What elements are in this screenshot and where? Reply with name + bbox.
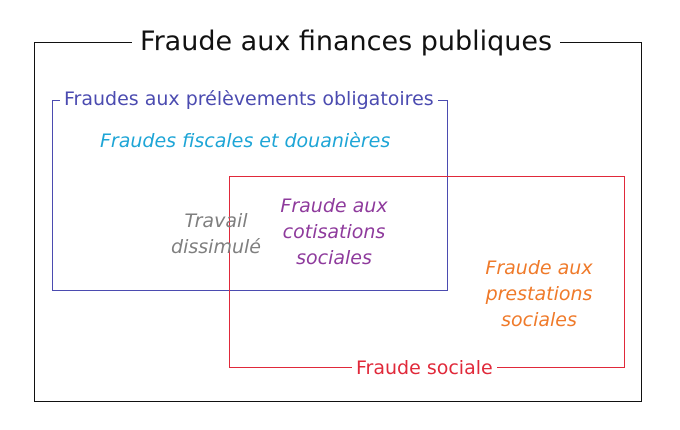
region-line: dissimulé	[171, 236, 261, 258]
region-line: sociales	[501, 309, 577, 331]
set-label-fraude-sociale: Fraude sociale	[352, 359, 497, 378]
region-line: prestations	[485, 283, 593, 305]
region-line: sociales	[296, 247, 372, 269]
set-label-prelevements-obligatoires: Fraudes aux prélèvements obligatoires	[60, 90, 438, 109]
region-fraude-prestations: Fraude aux prestations sociales	[474, 255, 604, 333]
region-line: cotisations	[282, 221, 386, 243]
region-fraudes-fiscales: Fraudes fiscales et douanières	[100, 130, 391, 152]
region-fraude-cotisations: Fraude aux cotisations sociales	[272, 193, 396, 271]
region-line: Fraude aux	[280, 195, 388, 217]
region-line: Travail	[184, 210, 248, 232]
diagram-title: Fraude aux finances publiques	[132, 28, 561, 55]
region-line: Fraude aux	[485, 257, 593, 279]
region-travail-dissimule: Travail dissimulé	[166, 208, 266, 260]
